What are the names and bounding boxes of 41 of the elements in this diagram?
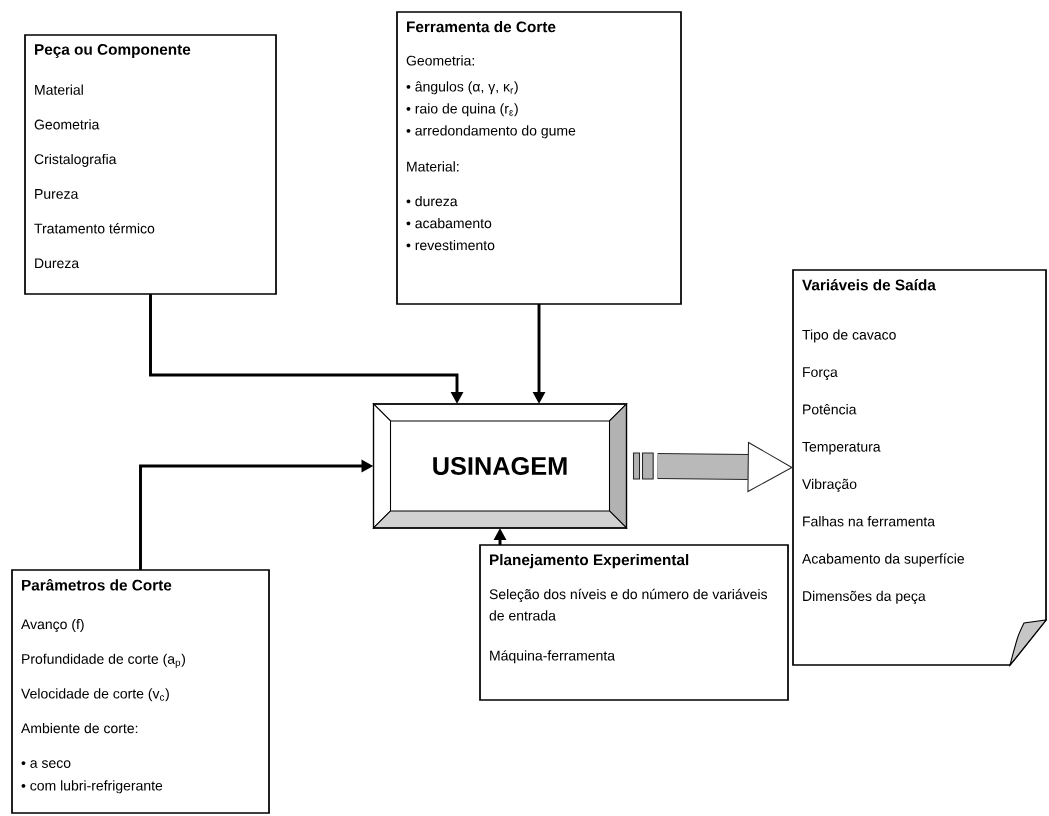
list-item: Seleção dos níveis e do número de variáveis de entrada xyxy=(489,588,768,621)
input-box xyxy=(479,544,789,701)
list-item: Ambiente de corte: xyxy=(21,722,138,734)
list-item: Cristalografia xyxy=(34,153,117,167)
list-item: • raio de quina (r$_{ε}$) xyxy=(406,103,518,117)
note-box xyxy=(792,269,1047,666)
list-item: Força xyxy=(803,367,838,380)
list-item: • dureza xyxy=(406,195,458,207)
input-box xyxy=(11,569,270,814)
list-item: Geometria xyxy=(34,119,100,130)
list-item: Acabamento da superfície xyxy=(802,553,964,567)
list-item: Tipo de cavaco xyxy=(802,329,896,343)
box-heading: Variáveis de Saída xyxy=(802,279,936,291)
list-item: • ângulos (α, γ, κ$_{r}$) xyxy=(406,81,518,95)
list-item: Avanço (f) xyxy=(21,618,84,633)
box-heading: Peça ou Componente xyxy=(35,44,191,58)
list-item: Velocidade de corte (v$_{c}$) xyxy=(21,688,169,702)
list-item: Material xyxy=(35,84,83,95)
list-item: Temperatura xyxy=(802,441,881,455)
list-item: Falhas na ferramenta xyxy=(803,516,936,527)
list-item: Profundidade de corte (a$_{p}$) xyxy=(22,653,185,668)
input-box xyxy=(396,11,682,305)
list-item: Pureza xyxy=(35,189,79,199)
list-item: • revestimento xyxy=(406,239,495,251)
box-heading: Planejamento Experimental xyxy=(490,554,689,569)
list-item: • arredondamento do gume xyxy=(406,125,576,139)
input-box xyxy=(24,34,277,295)
list-item: Geometria: xyxy=(406,55,474,66)
block-arrow xyxy=(657,441,793,493)
list-item: Dureza xyxy=(35,258,80,269)
box-heading: Ferramenta de Corte xyxy=(407,21,556,33)
list-item: • acabamento xyxy=(406,217,492,229)
list-item: Dimensões da peça xyxy=(803,590,926,604)
list-item: Potência xyxy=(803,404,857,415)
list-item: Máquina-ferramenta xyxy=(490,650,616,664)
list-item: • com lubri-refrigerante xyxy=(21,780,163,794)
list-item: • a seco xyxy=(21,760,71,768)
list-item: Tratamento térmico xyxy=(34,223,155,234)
list-item: Material: xyxy=(407,161,459,172)
box-heading: Parâmetros de Corte xyxy=(22,579,172,591)
list-item: Vibração xyxy=(802,478,857,492)
